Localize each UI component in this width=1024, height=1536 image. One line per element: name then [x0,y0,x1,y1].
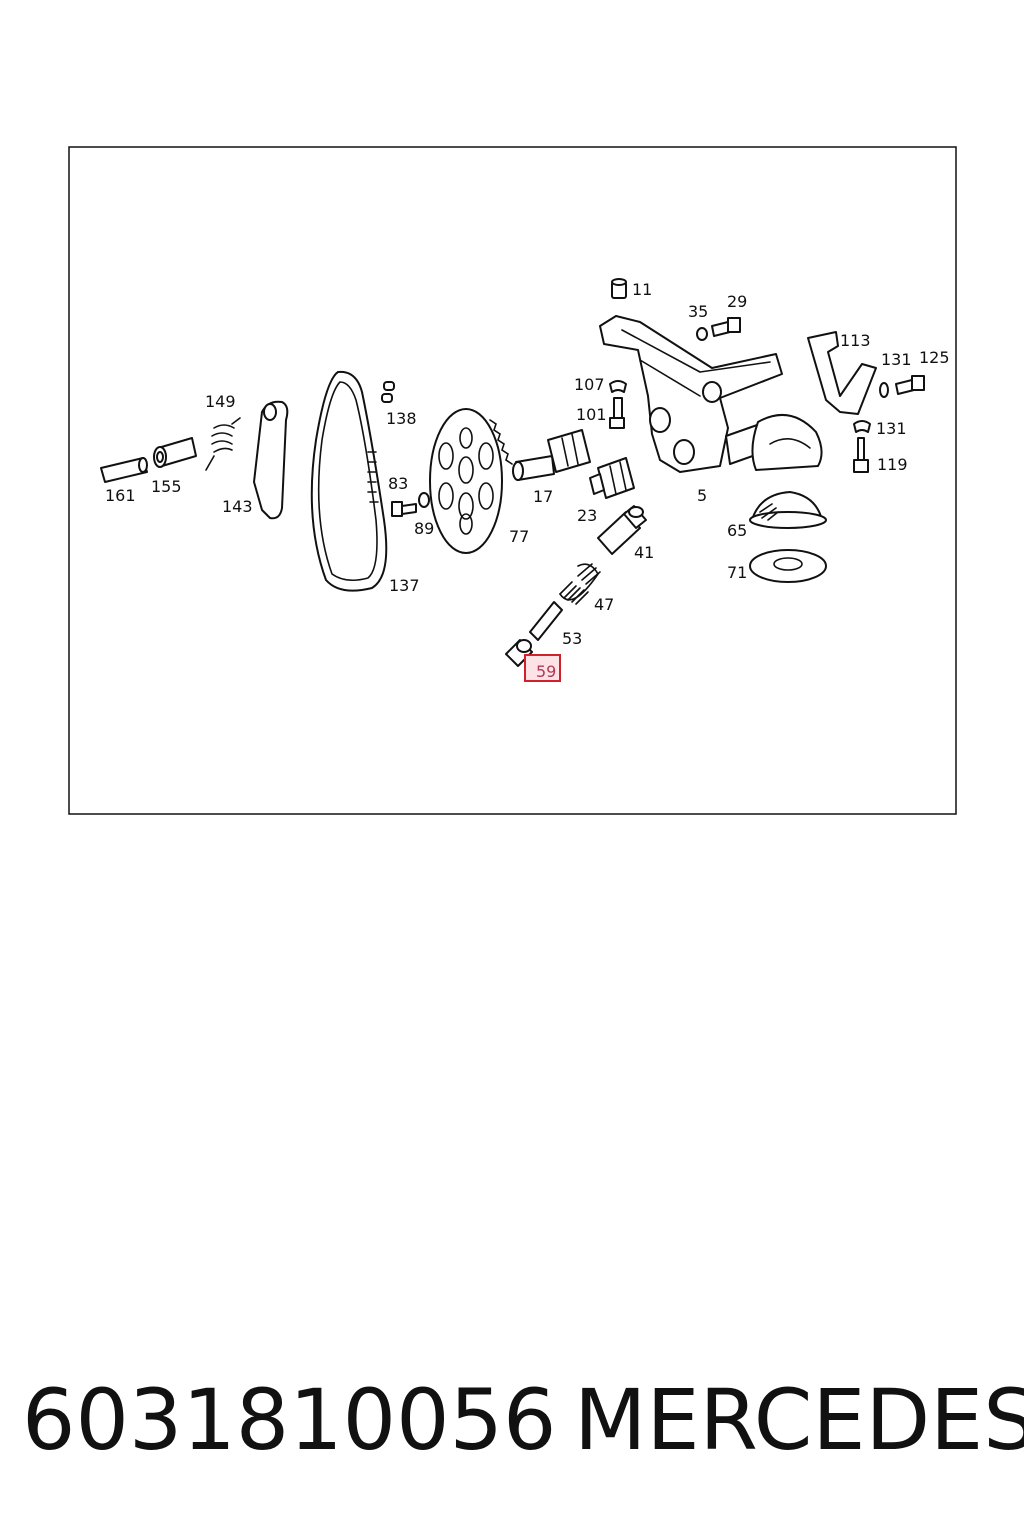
callout-59: 59 [536,662,556,681]
part-number: 6031810056 [22,1371,557,1469]
callout-29: 29 [727,292,747,311]
part-53-pin [529,601,563,641]
part-11-sleeve [611,278,627,299]
part-143-tensioner-rail [253,400,289,520]
part-5-pump-housing [599,315,823,473]
part-131-washer-lower [853,420,871,433]
part-29-bolt [711,317,741,337]
part-107-clip [609,380,627,393]
part-41-valve-piston [597,505,647,555]
callout-11: 11 [632,280,652,299]
part-89-washer [418,492,430,508]
callout-89: 89 [414,519,434,538]
part-35-washer [696,327,708,341]
part-138-link [381,381,395,403]
callout-131: 131 [881,350,912,369]
callout-47: 47 [594,595,614,614]
part-119-bolt [853,437,869,473]
callout-35: 35 [688,302,708,321]
callout-125: 125 [919,348,950,367]
callout-137: 137 [389,576,420,595]
part-17-gear-shaft [512,429,591,481]
part-137-chain [310,370,388,592]
callout-143: 143 [222,497,253,516]
part-65-strainer [749,491,827,529]
part-149-spring [205,417,241,471]
diagram-frame [68,146,957,815]
callout-161: 161 [105,486,136,505]
part-23-gear [589,457,635,499]
callout-77: 77 [509,527,529,546]
callout-131-lower: 131 [876,419,907,438]
callout-149: 149 [205,392,236,411]
part-77-sprocket [429,408,513,554]
highlight-box [524,654,561,682]
callout-59-highlight[interactable]: 59 [524,654,561,682]
footer: 6031810056 MERCEDES [0,1370,1024,1470]
callout-65: 65 [727,521,747,540]
callout-71: 71 [727,563,747,582]
brand-name: MERCEDES [574,1371,1024,1469]
callout-113: 113 [840,331,871,350]
part-47-spring [559,563,601,605]
part-101-bolt [609,397,625,429]
part-161-pin [100,457,148,483]
callout-23: 23 [577,506,597,525]
exploded-parts-diagram: 11 35 29 113 131 125 107 101 131 119 149… [68,146,957,815]
part-155-bushing [153,437,197,468]
part-131-washer [879,382,889,398]
callout-53: 53 [562,629,582,648]
part-59-plug [505,639,533,667]
callout-17: 17 [533,487,553,506]
part-83-bolt [391,501,417,517]
part-71-plate [749,549,827,583]
part-125-bolt [895,375,925,395]
callout-83: 83 [388,474,408,493]
callout-155: 155 [151,477,182,496]
part-113-bracket [807,331,877,415]
callout-119: 119 [877,455,908,474]
callout-5: 5 [697,486,707,505]
callout-138: 138 [386,409,417,428]
callout-41: 41 [634,543,654,562]
callout-107: 107 [574,375,605,394]
callout-101: 101 [576,405,607,424]
